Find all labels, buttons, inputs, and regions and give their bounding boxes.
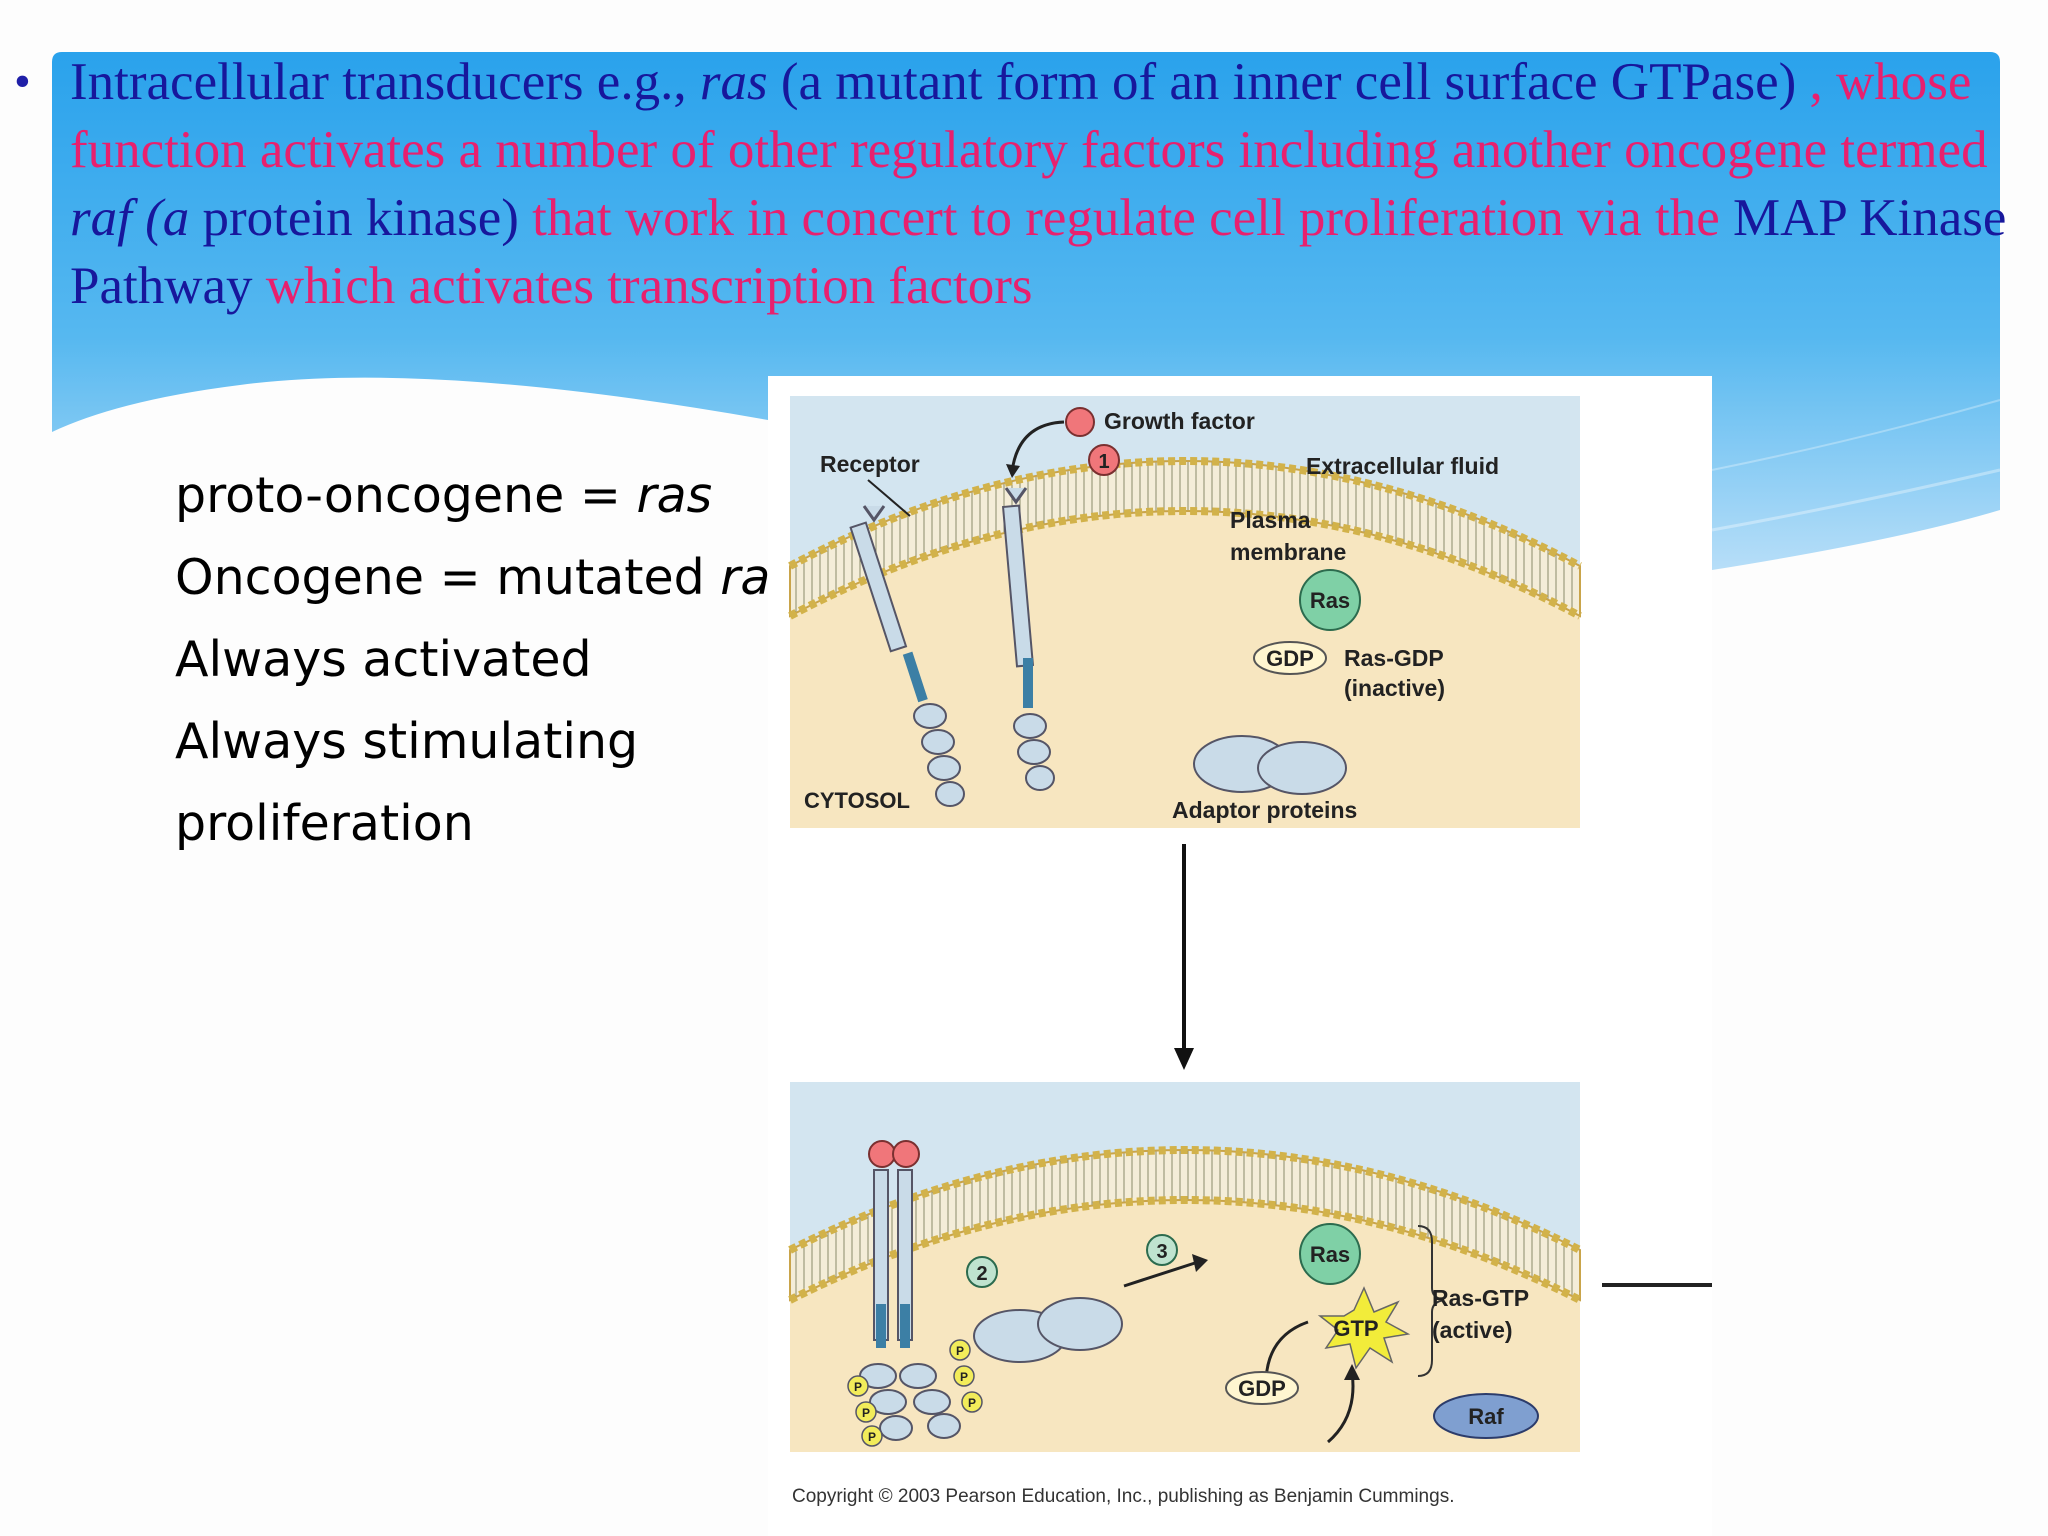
bullet-text-part: Intracellular transducers e.g., <box>70 53 700 111</box>
side-list-item: Always activated <box>175 619 796 701</box>
bullet-text-part: ras <box>699 53 768 111</box>
side-list-text: Always activated <box>175 631 592 688</box>
side-list-item: proliferation <box>175 783 796 865</box>
membrane-label: membrane <box>1230 539 1346 565</box>
adaptor-protein-2 <box>1257 741 1347 795</box>
ras-gdp-label: Ras-GDP <box>1344 645 1444 671</box>
svg-text:P: P <box>868 1430 876 1444</box>
bullet-marker: • <box>14 55 31 108</box>
ras-protein-top <box>1299 569 1361 631</box>
svg-text:P: P <box>854 1380 862 1394</box>
bullet-text-part: raf (a <box>70 189 190 247</box>
gdp-bottom <box>1225 1371 1299 1405</box>
gdp-top <box>1253 641 1327 675</box>
side-list-text: Always stimulating <box>175 713 639 770</box>
bullet-text-part: that work in concert to regulate cell pr… <box>518 189 1734 247</box>
side-list-italic: ras <box>636 467 713 524</box>
svg-text:P: P <box>960 1370 968 1384</box>
divider-line <box>1602 1283 1712 1287</box>
side-list-text: proliferation <box>175 795 474 852</box>
growth-factor-label: Growth factor <box>1104 408 1255 434</box>
adaptor-proteins-label: Adaptor proteins <box>1172 797 1357 823</box>
plasma-label: Plasma <box>1230 507 1311 533</box>
gtp-burst <box>1317 1286 1411 1370</box>
bullet-text-part: (a mutant form of an inner cell surface … <box>767 53 1810 111</box>
pathway-figure: 1 Growth factor Receptor Extracellular f… <box>768 376 1712 1536</box>
top-panel: 1 Growth factor Receptor Extracellular f… <box>788 396 1582 828</box>
svg-text:P: P <box>956 1344 964 1358</box>
copyright-notice: Copyright © 2003 Pearson Education, Inc.… <box>792 1486 1455 1507</box>
svg-text:P: P <box>968 1396 976 1410</box>
gdp-label-top: GDP <box>1266 646 1314 671</box>
side-list-text: Oncogene = mutated <box>175 549 721 606</box>
receptor-label: Receptor <box>820 451 920 477</box>
step-2-marker <box>966 1256 998 1288</box>
ras-gtp-bracket <box>1417 1225 1445 1377</box>
gtp-label: GTP <box>1333 1316 1378 1341</box>
adaptor-protein-bottom-2 <box>1037 1297 1123 1351</box>
receptor-right <box>1001 487 1055 791</box>
ras-gtp-label: Ras-GTP <box>1432 1285 1529 1311</box>
step-3-marker <box>1146 1234 1178 1266</box>
step-2-label: 2 <box>976 1263 987 1285</box>
ras-label-top: Ras <box>1310 588 1350 613</box>
side-list-item: Oncogene = mutated ras <box>175 537 796 619</box>
step-1-label: 1 <box>1098 451 1109 473</box>
extracellular-fluid-label: Extracellular fluid <box>1306 453 1499 479</box>
ras-label-bottom: Ras <box>1310 1242 1350 1267</box>
gdp-label-bottom: GDP <box>1238 1376 1286 1401</box>
bullet-text-part: which activates transcription factors <box>252 257 1033 315</box>
bullet-text-part: protein kinase) <box>189 189 519 247</box>
bullet-text-part: , whose function activates a number of o… <box>70 53 1988 179</box>
raf-label: Raf <box>1468 1404 1504 1429</box>
side-list-text: proto-oncogene = <box>175 467 637 524</box>
svg-text:P: P <box>862 1406 870 1420</box>
banner-background <box>52 52 2001 570</box>
active-label: (active) <box>1432 1317 1513 1343</box>
side-list-item: Always stimulating <box>175 701 796 783</box>
bottom-panel: P P P P P P 2 3 <box>788 1082 1582 1452</box>
bullet-text: Intracellular transducers e.g., ras (a m… <box>70 48 2020 320</box>
pathway-diagram: 1 Growth factor Receptor Extracellular f… <box>788 396 1582 1452</box>
bullet-text-part: MAP Kinase Pathway <box>70 189 2007 315</box>
side-list-item: proto-oncogene = ras <box>175 455 796 537</box>
receptor-left <box>849 505 965 807</box>
ras-protein-bottom <box>1299 1223 1361 1285</box>
step-3-label: 3 <box>1156 1241 1167 1263</box>
raf-protein <box>1433 1393 1539 1439</box>
step-1-marker <box>1088 444 1120 476</box>
inactive-label: (inactive) <box>1344 675 1445 701</box>
phosphate-groups: P P P P P P <box>847 1339 983 1447</box>
cytosol-label: CYTOSOL <box>804 788 910 813</box>
growth-factor-molecule <box>1065 407 1095 437</box>
